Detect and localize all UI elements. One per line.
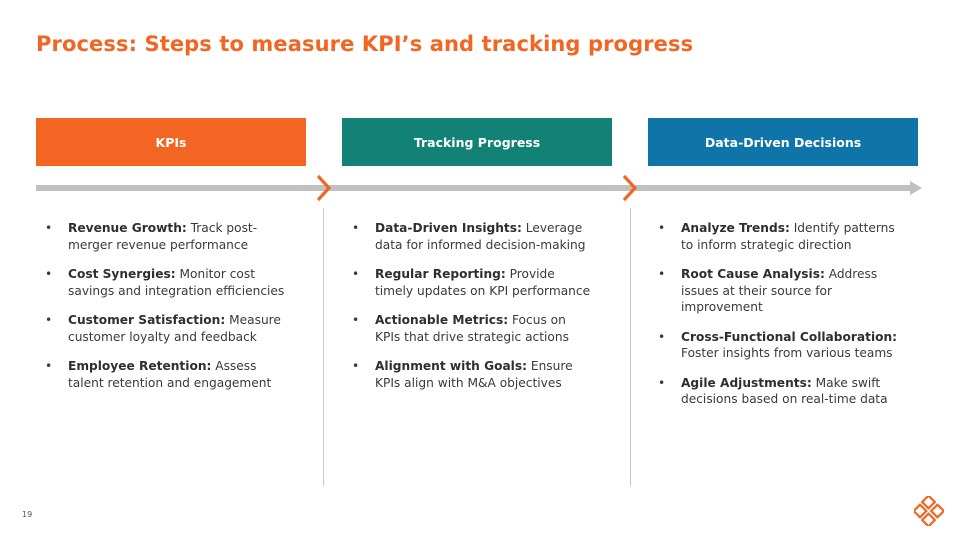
list-item: Alignment with Goals: Ensure KPIs align … [343,358,593,391]
list-item: Customer Satisfaction: Measure customer … [36,312,286,345]
list-item: Root Cause Analysis: Address issues at t… [649,266,899,316]
bullet-term: Root Cause Analysis: [681,267,825,281]
bullet-text: Provide timely updates on KPI performanc… [375,267,591,298]
bullet-text: Focus on KPIs that drive strategic actio… [375,313,569,344]
chevron-right-icon [316,174,332,202]
list-item: Employee Retention: Assess talent retent… [36,358,286,391]
column-header-tracking-progress: Tracking Progress [342,118,612,166]
bullet-term: Alignment with Goals: [375,359,527,373]
column-header-data-driven-decisions: Data-Driven Decisions [648,118,918,166]
bullet-term: Customer Satisfaction: [68,313,226,327]
column-header-kpis: KPIs [36,118,306,166]
page-number: 19 [22,510,33,519]
bullet-term: Actionable Metrics: [375,313,509,327]
list-item: Analyze Trends: Identify patterns to inf… [649,220,899,253]
bullet-term: Regular Reporting: [375,267,506,281]
list-item: Regular Reporting: Provide timely update… [343,266,593,299]
chevron-right-icon [622,174,638,202]
bullet-text: Foster insights from various teams [681,346,893,360]
bullet-text: Assess talent retention and engagement [68,359,272,390]
list-item: Revenue Growth: Track post-merger revenu… [36,220,286,253]
column-divider [630,208,631,486]
list-item: Actionable Metrics: Focus on KPIs that d… [343,312,593,345]
bullet-text: Identify patterns to inform strategic di… [681,221,895,252]
bullet-term: Cross-Functional Collaboration: [681,329,898,344]
slide-title: Process: Steps to measure KPI’s and trac… [36,32,694,56]
bullet-text: Address issues at their source for impro… [681,267,878,314]
list-item: Cost Synergies: Monitor cost savings and… [36,266,286,299]
column-divider [323,208,324,486]
bullet-term: Agile Adjustments: [681,375,812,390]
bullet-term: Data-Driven Insights: [375,221,522,235]
bullet-term: Analyze Trends: [681,221,790,235]
timeline-bar [36,185,912,191]
tracking-progress-bullet-list: Data-Driven Insights: Leverage data for … [343,220,593,404]
process-timeline-arrow [36,174,922,202]
bullet-term: Revenue Growth: [68,221,187,235]
timeline-arrowhead [910,181,922,195]
bullet-text: Leverage data for informed decision-maki… [375,221,586,252]
bullet-term: Cost Synergies: [68,267,176,281]
bullet-text: Track post-merger revenue performance [68,221,258,252]
bullet-text: Ensure KPIs align with M&A objectives [375,359,573,390]
list-item: Cross-Functional Collaboration: Foster i… [649,329,899,362]
list-item: Data-Driven Insights: Leverage data for … [343,220,593,253]
bullet-text: Measure customer loyalty and feedback [68,313,281,344]
bullet-term: Employee Retention: [68,359,212,373]
company-logo-icon [914,496,944,526]
data-driven-decisions-bullet-list: Analyze Trends: Identify patterns to inf… [649,220,899,421]
bullet-text: Make swift decisions based on real-time … [681,375,888,407]
bullet-text: Monitor cost savings and integration eff… [68,267,285,298]
kpis-bullet-list: Revenue Growth: Track post-merger revenu… [36,220,286,404]
list-item: Agile Adjustments: Make swift decisions … [649,375,899,408]
